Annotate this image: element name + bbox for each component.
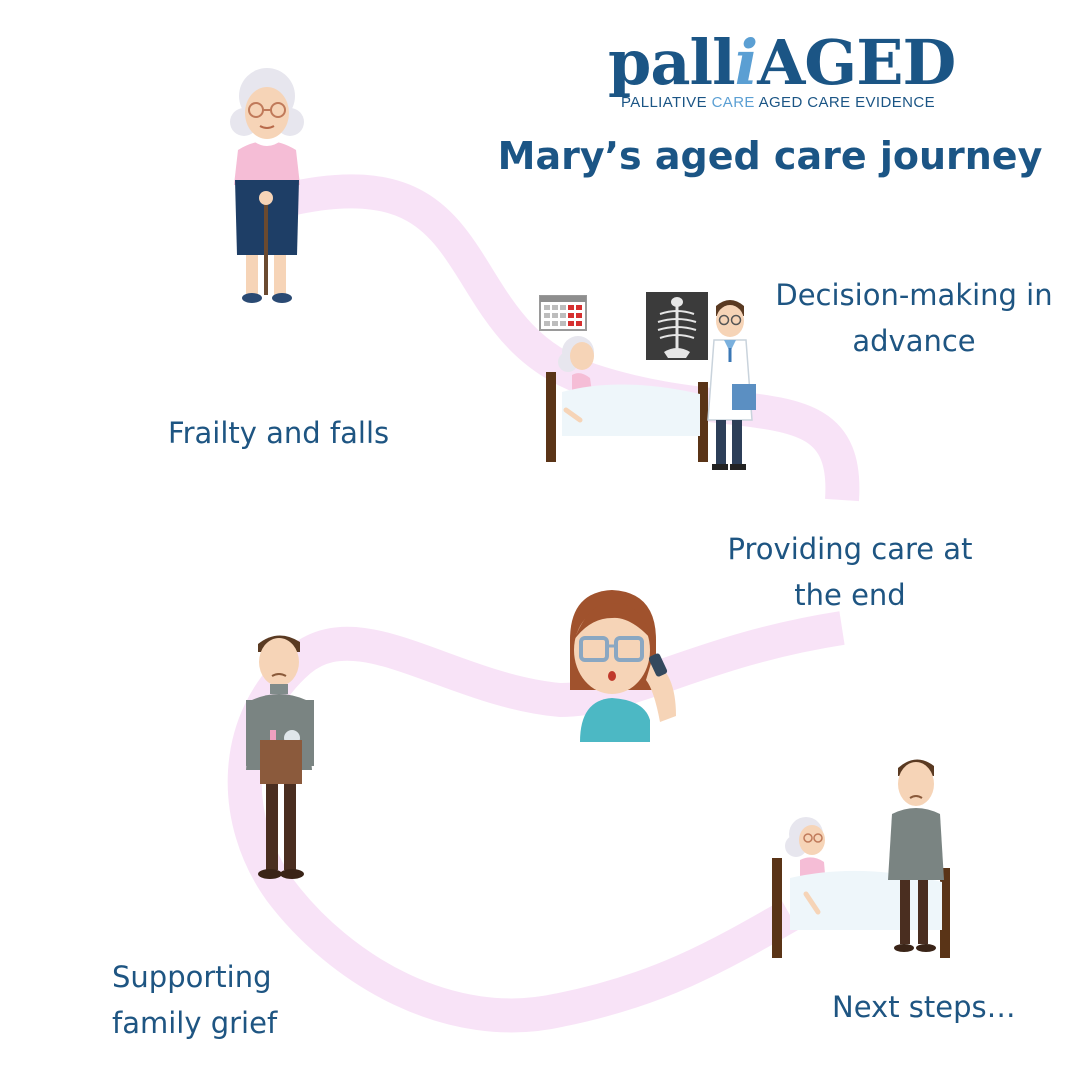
stage-label-next-steps: Next steps…	[832, 990, 1016, 1024]
calendar-icon	[539, 295, 587, 331]
elderly-woman-with-cane	[230, 68, 304, 303]
logo-word-accent: i	[734, 26, 759, 99]
logo-tag-start: PALLIATIVE	[621, 94, 712, 111]
xray-icon	[646, 292, 708, 360]
logo-tag-end: AGED CARE EVIDENCE	[754, 94, 935, 111]
journey-path	[227, 174, 860, 1033]
logo-word-start: pall	[608, 26, 736, 99]
palliaged-logo: palliAGED PALLIATIVE CARE AGED CARE EVID…	[608, 30, 956, 112]
woman-on-phone	[570, 590, 676, 742]
stage-label-family-grief: Supporting family grief	[112, 960, 278, 1040]
stage-label-decision-making: Decision-making in advance	[775, 278, 1053, 358]
logo-tag-accent: CARE	[711, 94, 755, 111]
doctor-with-clipboard	[707, 300, 756, 470]
logo-wordmark: palliAGED	[608, 30, 956, 96]
logo-tagline: PALLIATIVE CARE AGED CARE EVIDENCE	[608, 94, 948, 111]
son-at-bedside	[772, 759, 950, 958]
stage-label-providing-care: Providing care at the end	[727, 532, 973, 612]
woman-in-hospital-bed	[546, 336, 708, 462]
logo-word-end: AGED	[757, 26, 956, 99]
stage-label-frailty: Frailty and falls	[168, 416, 390, 450]
page-title: Mary’s aged care journey	[497, 134, 1043, 178]
grieving-son-with-box	[246, 635, 314, 879]
